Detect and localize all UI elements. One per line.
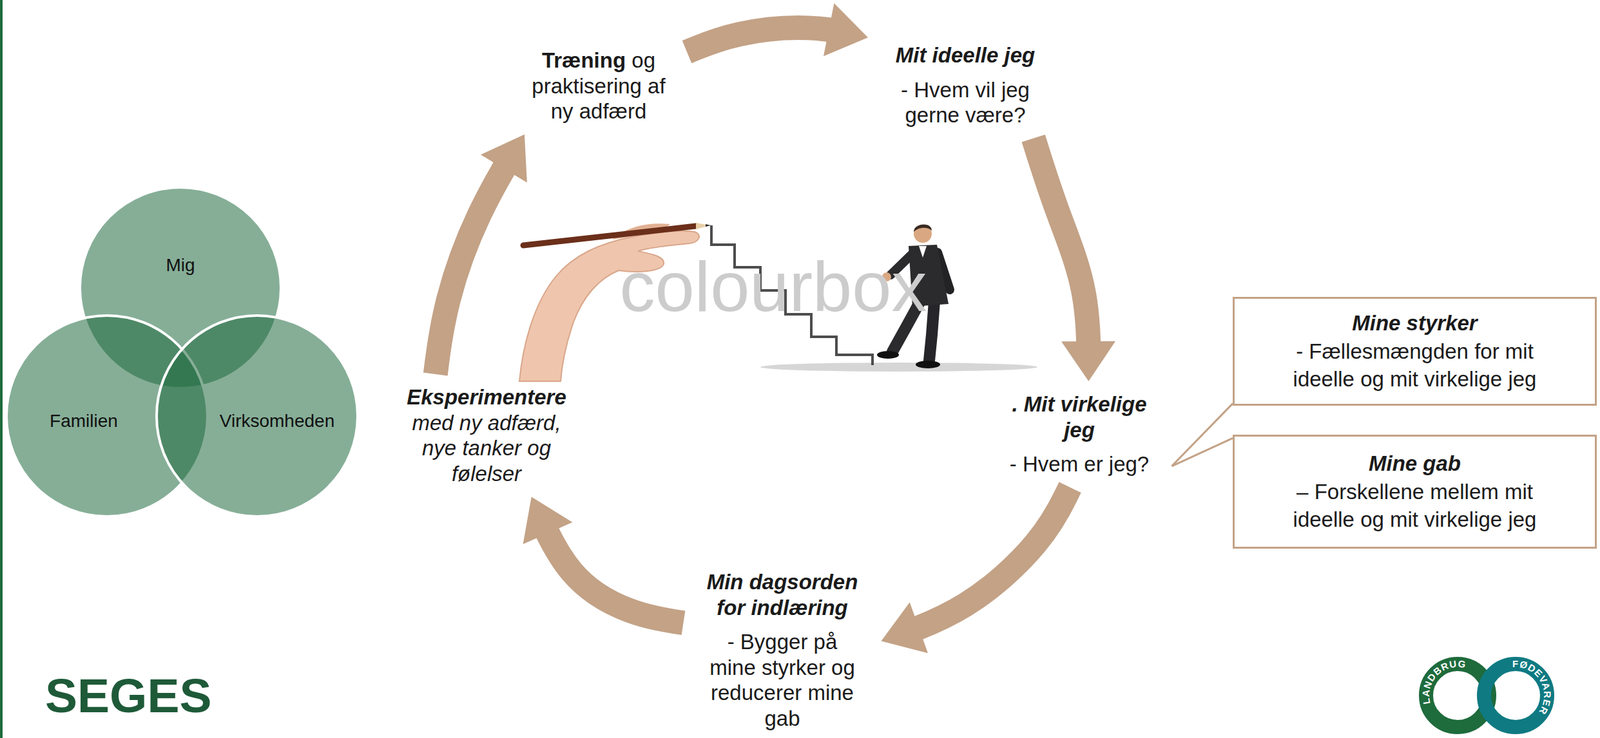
arrow-head	[823, 3, 868, 57]
step-body: - Bygger på mine styrker og reducerer mi…	[703, 629, 862, 732]
pencil-lead	[705, 224, 711, 227]
callout-line	[1172, 438, 1234, 467]
venn-text-holder: Mig	[165, 254, 195, 277]
step-heading: Min dagsorden for indlæring	[693, 569, 872, 621]
man-head	[913, 224, 932, 243]
step-heading: Træning	[541, 48, 626, 73]
arrow-head	[523, 496, 573, 545]
man-shoe	[877, 351, 899, 359]
callout-heading: Mine gab	[1368, 449, 1461, 479]
step-body: med ny adfærd, nye tanker og følelser	[395, 410, 579, 488]
cycle-step: Min dagsorden for indlæring - Bygger på m…	[683, 559, 882, 738]
venn-label: Familien	[49, 410, 118, 433]
step-heading: Eksperimentere	[395, 384, 579, 411]
step-body: - Hvem er jeg?	[997, 451, 1162, 478]
venn-circle-outline	[156, 315, 358, 517]
step-body: - Hvem vil jeg gerne være?	[878, 77, 1053, 129]
cycle-step: . Mit virkelige jeg - Hvem er jeg?	[987, 381, 1173, 488]
venn-label: Virksomheden	[219, 410, 335, 433]
logo-text: SEGES	[45, 668, 212, 723]
watermark-holder: colourbox	[619, 251, 928, 323]
venn-text-holder: Familien	[49, 410, 118, 433]
callout-body: - Fællesmængden for mit ideelle og mit v…	[1266, 337, 1564, 395]
callout-box: Mine gab– Forskellene mellem mit ideelle…	[1232, 434, 1597, 550]
callout-box: Mine styrker- Fællesmængden for mit idee…	[1232, 297, 1597, 406]
callout-body: – Forskellene mellem mit ideelle og mit …	[1266, 478, 1564, 535]
logo-ring-text: LANDBRUG	[1420, 658, 1468, 706]
arrow-head	[1061, 341, 1116, 382]
arrow-head	[881, 602, 929, 654]
venn-text-holder: Virksomheden	[219, 410, 335, 433]
logo-ring-text: FØDEVARER	[1512, 658, 1553, 718]
cycle-step: Eksperimenteremed ny adfærd, nye tanker …	[384, 374, 589, 497]
venn-label: Mig	[165, 254, 195, 277]
step-heading: Mit ideelle jeg	[878, 42, 1053, 69]
man-shoe	[915, 360, 941, 369]
cycle-step: Træningog praktisering af ny adfærd	[510, 37, 687, 135]
pencil-tip	[695, 222, 711, 230]
watermark: colourbox	[619, 246, 928, 327]
cycle-step: Mit ideelle jeg - Hvem vil jeg gerne være…	[867, 32, 1063, 139]
callout-heading: Mine styrker	[1351, 309, 1477, 338]
man-leg	[929, 301, 935, 361]
arrow-head	[480, 134, 528, 184]
logo-text-holder: SEGES	[45, 672, 212, 721]
man-hair	[913, 224, 932, 232]
slide-edge-bar	[0, 0, 3, 738]
venn-circle: Virksomheden	[155, 314, 359, 519]
callout-line	[1172, 404, 1234, 467]
floor-shadow	[760, 362, 1038, 372]
pencil	[523, 226, 696, 246]
step-heading: . Mit virkelige jeg	[997, 391, 1162, 443]
